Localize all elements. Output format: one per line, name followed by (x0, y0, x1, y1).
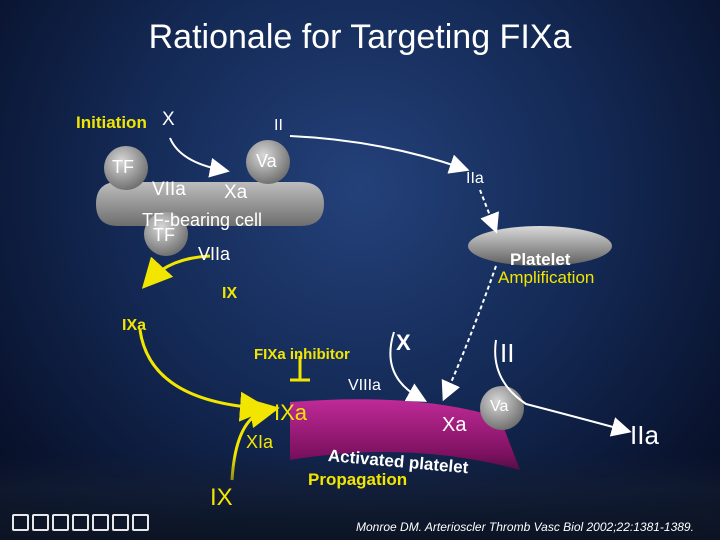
platelet-to-xa-arrow (441, 265, 497, 402)
x-to-xa-platelet-arrow (389, 331, 428, 402)
logo-box-1 (12, 514, 29, 532)
viia-label: VIIa (152, 179, 186, 200)
ix-mid-label: IX (222, 285, 238, 302)
logo-box-2 (32, 514, 49, 532)
tf-left-label: TF (112, 157, 134, 177)
iia-top-label: IIa (466, 170, 484, 187)
logo-box-3 (52, 514, 69, 532)
logo-box-4 (72, 514, 89, 532)
propagation-label: Propagation (308, 470, 408, 489)
x-top-label: X (162, 109, 175, 130)
ixa-left-label: IXa (122, 317, 147, 334)
va-platelet-circle (480, 386, 524, 430)
activated-platelet-shape (290, 399, 520, 470)
initiation-label: Initiation (76, 113, 147, 132)
viiia-label: VIIIa (348, 377, 381, 394)
tf-cell-circle (144, 212, 188, 256)
tf-bearing-cell-label: TF-bearing cell (142, 210, 263, 230)
ixa-platelet-label: IXa (274, 400, 308, 425)
citation: Monroe DM. Arterioscler Thromb Vasc Biol… (356, 520, 694, 534)
va-platelet-label: Va (490, 398, 509, 415)
viia-lower-label: VIIa (198, 244, 231, 264)
iia-to-platelet-arrow (479, 189, 499, 234)
x-mid-label: X (396, 330, 411, 355)
tf-left-circle (104, 146, 148, 190)
iia-right-label: IIa (630, 420, 659, 450)
x-to-xa-arrow (169, 137, 230, 178)
ii-mid-label: II (500, 338, 515, 368)
ii-to-iia-arrow (289, 135, 470, 174)
xa-cell-label: Xa (224, 182, 248, 203)
ii-top-label: II (274, 117, 283, 134)
xia-label: XIa (246, 432, 274, 452)
tf-bearing-cell-shape (96, 182, 324, 226)
fixa-inhibitor-label: FIXa inhibitor (254, 346, 350, 363)
platelet-shape (468, 226, 612, 266)
logo-box-5 (92, 514, 109, 532)
ii-to-iia-platelet-arrow (494, 339, 632, 437)
slide-title: Rationale for Targeting FIXa (148, 18, 572, 56)
ix-to-ixa-arrow (141, 254, 211, 289)
amplification-label: Amplification (498, 268, 595, 287)
ixa-to-platelet-arrow (138, 329, 270, 422)
logo-box-6 (112, 514, 129, 532)
xa-platelet-label: Xa (442, 414, 467, 436)
platelet-label: Platelet (510, 250, 571, 269)
va-top-circle (246, 140, 290, 184)
logo-box-7 (132, 514, 149, 532)
ix-bottom-label: IX (210, 484, 233, 511)
city-skyline-background (0, 455, 720, 540)
va-top-label: Va (256, 151, 277, 171)
tf-cell-label: TF (153, 225, 175, 245)
tct-logo (12, 514, 152, 532)
